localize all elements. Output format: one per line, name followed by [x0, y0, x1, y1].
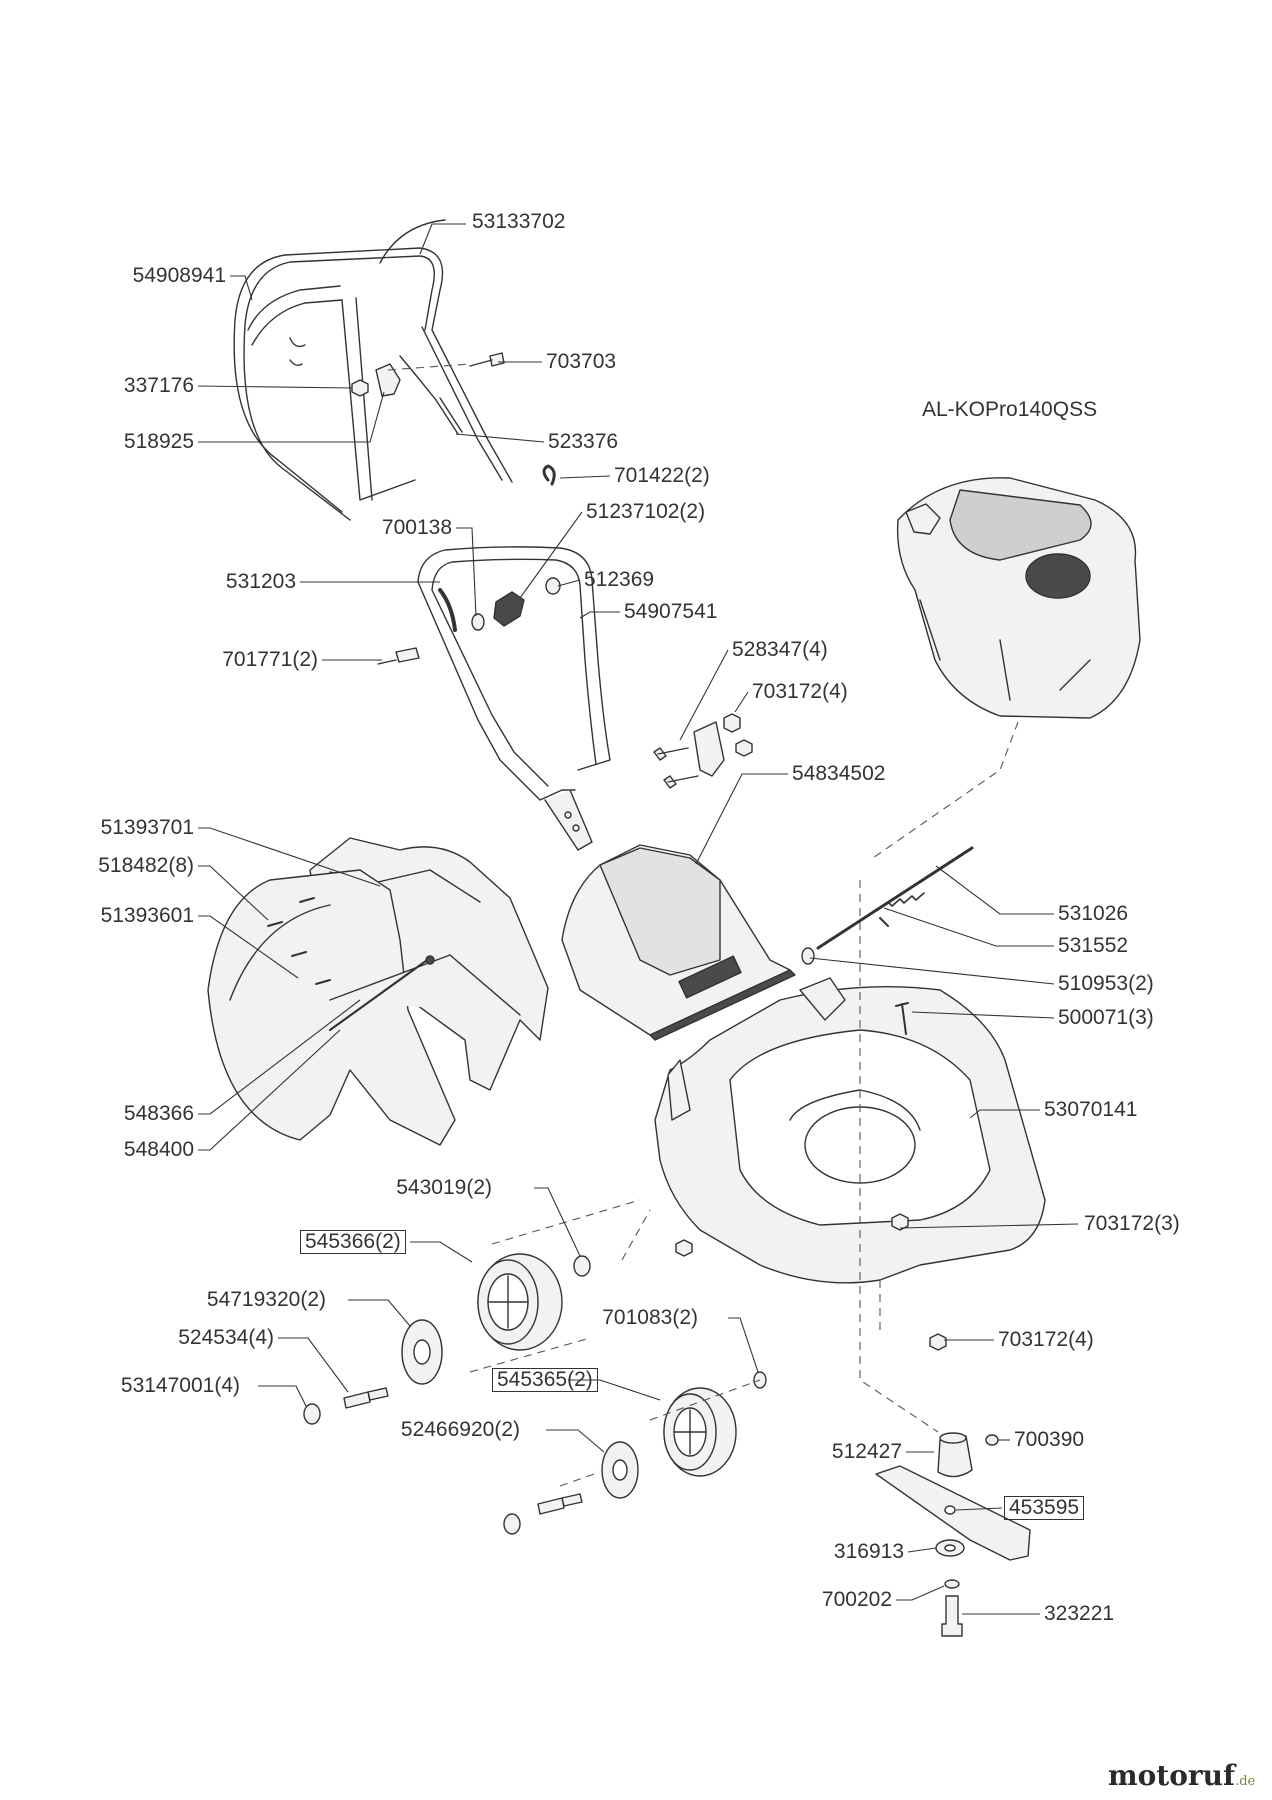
part-label-528347: 528347(4): [732, 638, 828, 661]
part-label-54719320: 54719320(2): [206, 1288, 326, 1311]
part-label-531203: 531203: [225, 570, 296, 593]
part-label-703172-c: 703172(4): [998, 1328, 1094, 1351]
part-label-524534: 524534(4): [178, 1326, 274, 1349]
axle-531026: [816, 846, 974, 950]
part-label-51237102: 51237102(2): [586, 500, 706, 523]
part-label-323221: 323221: [1044, 1602, 1115, 1625]
handle-knob-51237102: [493, 591, 525, 627]
assembly-dashed-lines: [387, 363, 1019, 1487]
logo-name: motoruf: [1108, 1759, 1236, 1792]
washers-543019-701083: [573, 1213, 947, 1389]
part-label-54907541: 54907541: [624, 600, 718, 623]
motoruf-logo: motoruf.de: [1108, 1759, 1255, 1792]
part-label-512369: 512369: [584, 568, 655, 591]
part-label-316913: 316913: [833, 1540, 904, 1563]
lock-washer-700202: [944, 1579, 960, 1589]
part-label-545366: 545366(2): [300, 1230, 406, 1254]
part-label-51393601: 51393601: [100, 904, 194, 927]
part-label-548366: 548366: [123, 1102, 194, 1125]
part-label-701422: 701422(2): [614, 464, 710, 487]
engine-model-label: AL-KOPro140QSS: [922, 398, 1098, 421]
catcher-screws-518482: [267, 897, 331, 985]
rear-wheel-545365: [663, 1387, 737, 1477]
handle-small-parts: [377, 577, 753, 789]
part-label-700138: 700138: [381, 516, 452, 539]
hubcap-52466920: [601, 1441, 639, 1499]
part-label-512427: 512427: [831, 1440, 902, 1463]
part-label-701771: 701771(2): [222, 648, 318, 671]
key-700390: [985, 1434, 999, 1446]
part-label-548400: 548400: [123, 1138, 194, 1161]
mower-deck-53070141: [654, 977, 1046, 1284]
part-label-531552: 531552: [1058, 934, 1129, 957]
hubcap-54719320: [401, 1319, 443, 1385]
lower-handle-54907541: [417, 546, 611, 851]
handle-lever-53133702: [379, 219, 513, 483]
wheel-bolts-524534: [343, 1387, 583, 1515]
part-label-52466920: 52466920(2): [400, 1418, 520, 1441]
wheel-caps-53147001: [303, 1403, 521, 1535]
part-label-53070141: 53070141: [1044, 1098, 1138, 1121]
front-wheel-545366: [477, 1253, 563, 1351]
blade-adapter-512427: [937, 1432, 973, 1478]
part-label-523376: 523376: [548, 430, 619, 453]
part-label-518482: 518482(8): [98, 854, 194, 877]
axle-washer-510953: [801, 947, 815, 965]
part-label-510953: 510953(2): [1058, 972, 1154, 995]
upper-handle-54908941: [233, 247, 444, 521]
part-label-543019: 543019(2): [396, 1176, 492, 1199]
part-label-703172-a: 703172(4): [752, 680, 848, 703]
part-label-54908941: 54908941: [132, 264, 226, 287]
blade-453595: [875, 1465, 1031, 1561]
logo-domain: .de: [1235, 1774, 1256, 1789]
part-label-337176: 337176: [123, 374, 194, 397]
part-label-453595: 453595: [1004, 1496, 1085, 1520]
part-label-703703: 703703: [546, 350, 617, 373]
grass-catcher-frame-51393601: [207, 869, 521, 1146]
part-label-53133702: 53133702: [472, 210, 566, 233]
engine-al-kopro140qss: [896, 477, 1141, 719]
rear-flap-54834502: [561, 844, 796, 1041]
part-label-518925: 518925: [123, 430, 194, 453]
catcher-rod-548366: [328, 955, 435, 1032]
part-label-703172-b: 703172(3): [1084, 1212, 1180, 1235]
part-label-53147001: 53147001(4): [120, 1374, 240, 1397]
part-label-51393701: 51393701: [100, 816, 194, 839]
part-label-545365: 545365(2): [492, 1368, 598, 1392]
part-label-700202: 700202: [821, 1588, 892, 1611]
part-label-500071: 500071(3): [1058, 1006, 1154, 1029]
part-label-54834502: 54834502: [792, 762, 886, 785]
blade-bolt-323221: [941, 1595, 963, 1637]
part-label-701083: 701083(2): [602, 1306, 698, 1329]
blade-washer-316913: [935, 1539, 965, 1557]
part-label-700390: 700390: [1014, 1428, 1085, 1451]
handle-parts-small: [289, 352, 556, 486]
deck-bolt-500071: [895, 1002, 909, 1035]
leader-lines: [197, 223, 1079, 1615]
part-label-531026: 531026: [1058, 902, 1129, 925]
